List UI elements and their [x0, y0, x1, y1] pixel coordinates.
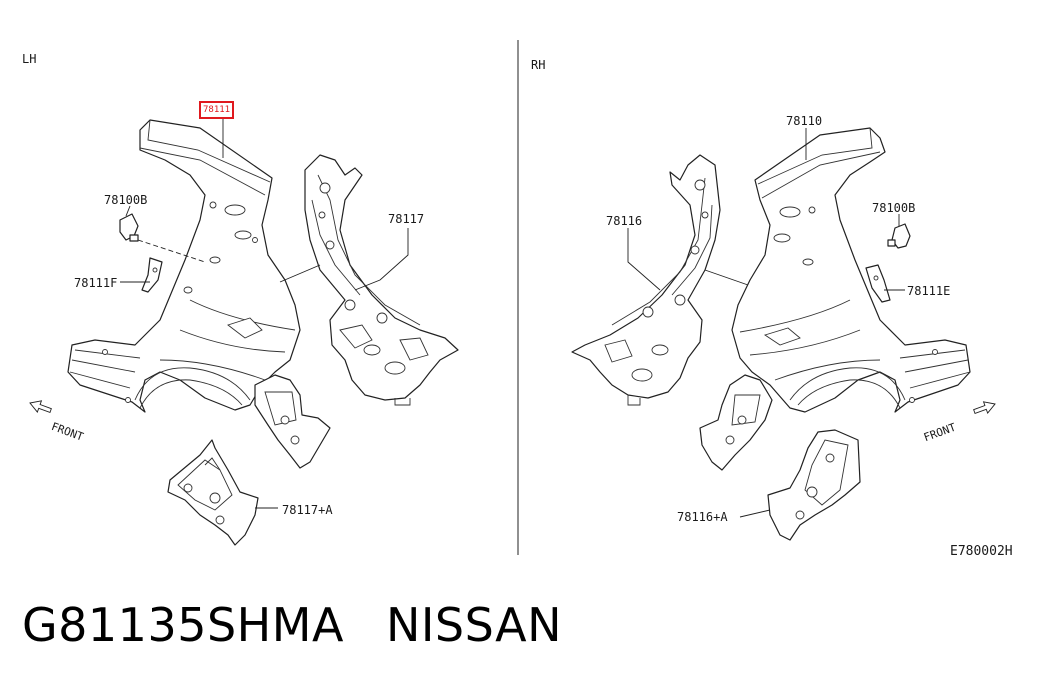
rh-bracket-78111e — [865, 264, 891, 303]
callout-lh-78111f[interactable]: 78111F — [74, 276, 118, 290]
diagram-code: E780002H — [950, 544, 1013, 559]
callout-rh-78116[interactable]: 78116 — [606, 214, 643, 228]
rh-clip-78100b — [887, 223, 911, 249]
rh-lower-bracket-upper — [699, 374, 773, 471]
rh-quarter-panel — [731, 127, 971, 413]
lh-front-arrow — [29, 400, 52, 413]
rh-lower-bracket-78116a — [767, 429, 861, 541]
leader-rh-78116a — [739, 509, 771, 518]
leader-lh-78117 — [354, 228, 409, 291]
lh-clip-78100b — [119, 213, 206, 263]
lh-side-label: LH — [22, 52, 37, 66]
lh-inner-panel-78117 — [304, 154, 459, 406]
lh-quarter-panel — [67, 119, 301, 413]
rh-front-arrow — [973, 401, 996, 414]
callout-rh-78100b[interactable]: 78100B — [872, 201, 916, 215]
callout-lh-78117[interactable]: 78117 — [388, 212, 425, 226]
callout-lh-78100b[interactable]: 78100B — [104, 193, 148, 207]
leader-lh-78117-b — [279, 264, 321, 283]
callout-rh-78116a[interactable]: 78116+A — [677, 510, 728, 524]
leader-rh-78116 — [627, 228, 661, 291]
lh-lower-bracket-78117a — [167, 439, 259, 546]
callout-rh-78111e[interactable]: 78111E — [907, 284, 951, 298]
callout-rh-78110[interactable]: 78110 — [786, 114, 823, 128]
brand-name: NISSAN — [385, 598, 563, 652]
footer-caption: G81135SHMA NISSAN — [22, 598, 562, 652]
part-number: G81135SHMA — [22, 598, 344, 652]
rh-side-label: RH — [531, 58, 546, 72]
lh-bracket-78111f — [141, 257, 163, 293]
leader-rh-78116-b — [704, 269, 749, 286]
callout-lh-78111-highlighted[interactable]: 78111 — [198, 101, 235, 119]
rh-inner-panel-78116 — [571, 154, 721, 406]
leader-lh-78100b — [125, 205, 131, 217]
callout-lh-78117a[interactable]: 78117+A — [282, 503, 333, 517]
lh-lower-bracket-upper — [254, 374, 331, 469]
